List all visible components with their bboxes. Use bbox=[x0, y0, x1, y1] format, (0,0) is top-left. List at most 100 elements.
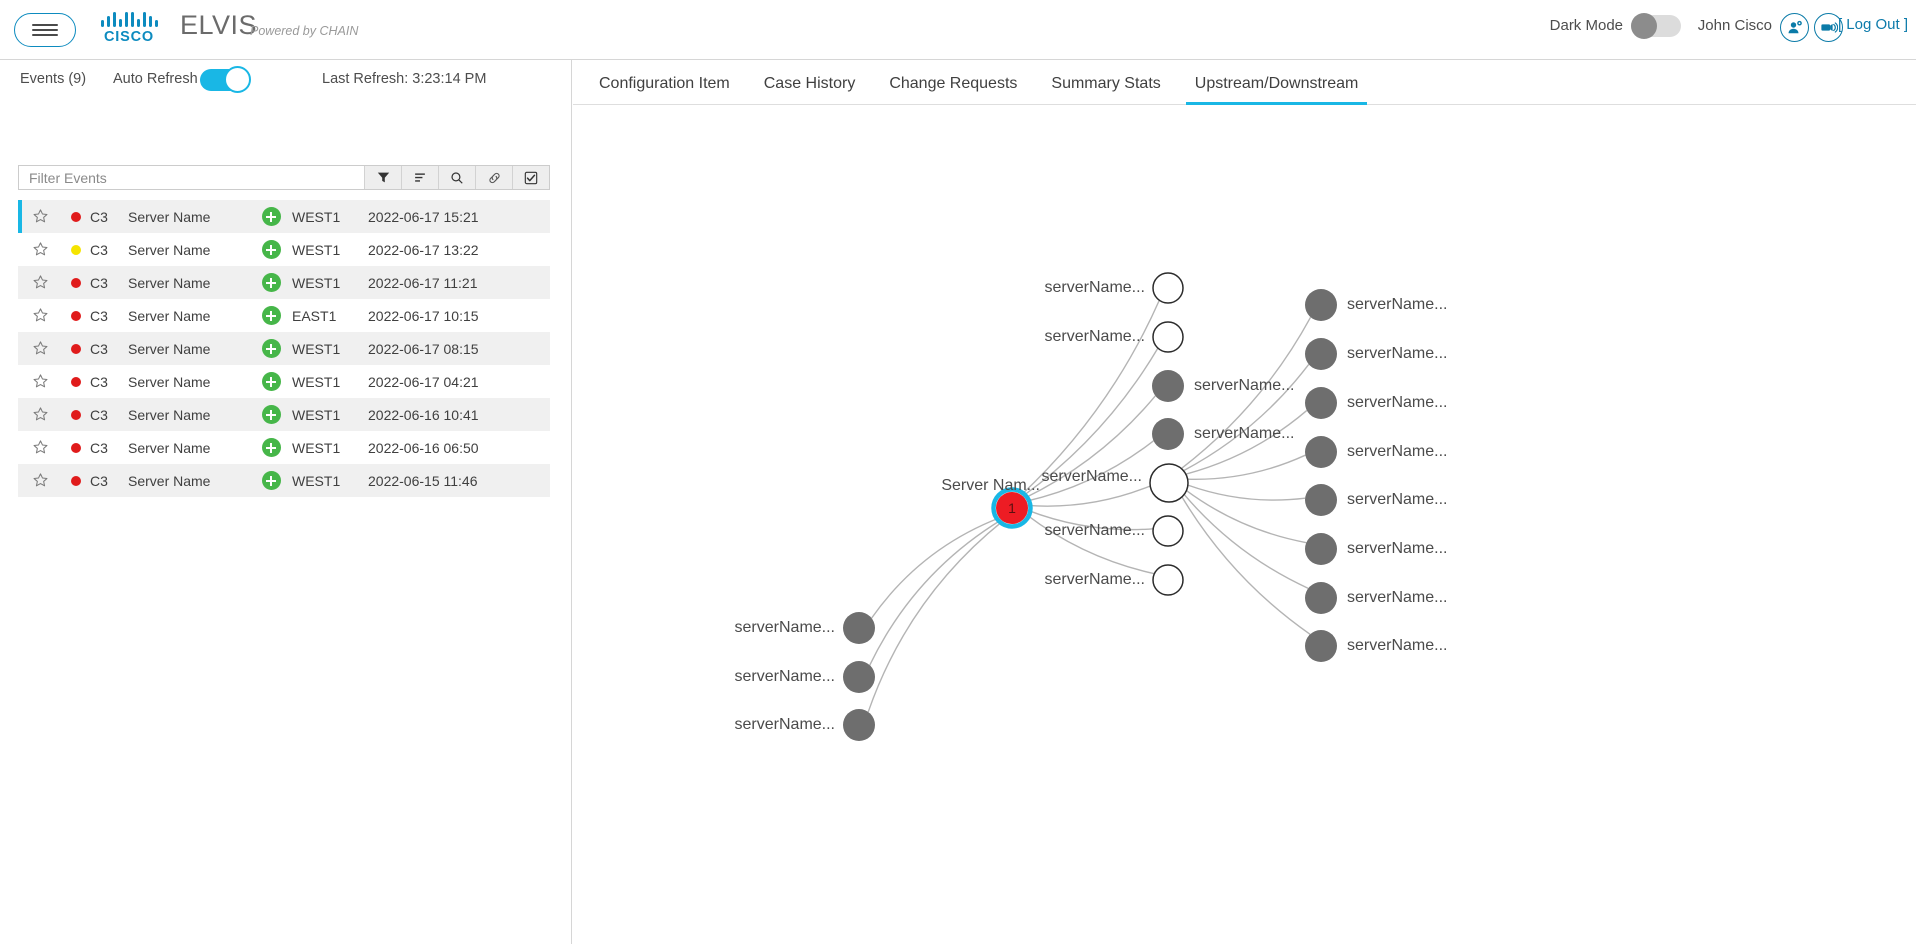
graph-node-label: serverName... bbox=[1194, 425, 1295, 442]
graph-node-solid[interactable] bbox=[1305, 484, 1337, 516]
detail-panel: Configuration Item Case History Change Req… bbox=[573, 60, 1916, 944]
filter-icon[interactable] bbox=[364, 166, 401, 189]
graph-edge bbox=[1027, 509, 1154, 531]
severity-indicator bbox=[62, 409, 90, 420]
graph-node-hollow[interactable] bbox=[1149, 463, 1189, 503]
graph-node-solid[interactable] bbox=[1305, 387, 1337, 419]
dark-mode-toggle[interactable] bbox=[1631, 13, 1681, 39]
hamburger-bar bbox=[32, 33, 58, 37]
add-icon[interactable] bbox=[250, 471, 292, 490]
graph-canvas: 1 bbox=[843, 272, 1337, 741]
event-name: Server Name bbox=[128, 373, 211, 390]
graph-node-hollow[interactable] bbox=[1152, 321, 1184, 353]
tab-change-requests[interactable]: Change Requests bbox=[889, 75, 1018, 92]
link-icon[interactable] bbox=[475, 166, 512, 189]
filter-events-input[interactable] bbox=[19, 166, 364, 189]
event-class: C3 bbox=[90, 307, 108, 324]
add-icon[interactable] bbox=[250, 273, 292, 292]
graph-node-hollow[interactable] bbox=[1152, 515, 1184, 547]
graph-node-solid[interactable] bbox=[1305, 338, 1337, 370]
tab-summary-stats[interactable]: Summary Stats bbox=[1051, 75, 1161, 92]
graph-node-hollow[interactable] bbox=[1152, 564, 1184, 596]
graph-node-solid[interactable] bbox=[1305, 630, 1337, 662]
graph-node-solid[interactable] bbox=[843, 709, 875, 741]
pin-icon[interactable] bbox=[18, 373, 62, 390]
graph-node-hollow[interactable] bbox=[1152, 272, 1184, 304]
user-settings-glyph bbox=[1788, 20, 1802, 33]
graph-node-solid[interactable] bbox=[1305, 582, 1337, 614]
pin-icon[interactable] bbox=[18, 340, 62, 357]
tab-configuration-item[interactable]: Configuration Item bbox=[599, 75, 730, 92]
pin-icon[interactable] bbox=[18, 274, 62, 291]
add-icon[interactable] bbox=[250, 438, 292, 457]
pin-icon[interactable] bbox=[18, 406, 62, 423]
graph-node-solid[interactable] bbox=[1152, 418, 1184, 450]
sort-icon[interactable] bbox=[401, 166, 438, 189]
graph-edge bbox=[1026, 514, 1155, 575]
graph-edge bbox=[871, 517, 1000, 619]
auto-refresh-toggle-knob bbox=[224, 66, 251, 93]
add-icon[interactable] bbox=[250, 240, 292, 259]
dark-mode-label: Dark Mode bbox=[1549, 17, 1623, 34]
event-name: Server Name bbox=[128, 208, 211, 225]
checkbox-icon[interactable] bbox=[512, 166, 549, 189]
graph-node-label: serverName... bbox=[1347, 540, 1448, 557]
graph-edge bbox=[1185, 409, 1308, 475]
graph-node-solid[interactable] bbox=[1152, 370, 1184, 402]
graph-node-root[interactable] bbox=[996, 492, 1028, 524]
search-icon[interactable] bbox=[438, 166, 475, 189]
tab-case-history[interactable]: Case History bbox=[763, 75, 856, 92]
auto-refresh-toggle[interactable] bbox=[200, 66, 251, 93]
event-name: Server Name bbox=[128, 274, 211, 291]
pin-icon[interactable] bbox=[18, 439, 62, 456]
pin-icon[interactable] bbox=[18, 241, 62, 258]
event-region: WEST1 bbox=[292, 472, 341, 489]
last-refresh-label: Last Refresh: 3:23:14 PM bbox=[322, 71, 487, 87]
logout-button[interactable]: [ Log Out ] bbox=[1837, 16, 1908, 33]
graph-node-solid[interactable] bbox=[843, 661, 875, 693]
tab-upstream-downstream[interactable]: Upstream/Downstream bbox=[1178, 75, 1376, 105]
severity-indicator bbox=[62, 310, 90, 321]
severity-indicator bbox=[62, 343, 90, 354]
announcement-icon[interactable] bbox=[1814, 13, 1843, 42]
page-title: ELVIS bbox=[180, 10, 258, 40]
add-icon[interactable] bbox=[250, 372, 292, 391]
app-header: CISCO ELVIS Powered by CHAIN Dark Mode J… bbox=[0, 0, 1916, 60]
add-icon[interactable] bbox=[250, 339, 292, 358]
graph-edge bbox=[1022, 347, 1159, 497]
filter-bar bbox=[18, 165, 550, 190]
graph-node-solid[interactable] bbox=[1305, 436, 1337, 468]
graph-node-solid[interactable] bbox=[1305, 533, 1337, 565]
hamburger-icon[interactable] bbox=[14, 13, 76, 47]
cisco-logo-icon[interactable]: CISCO bbox=[93, 12, 165, 48]
add-icon[interactable] bbox=[250, 207, 292, 226]
pin-icon[interactable] bbox=[18, 208, 62, 225]
root-node-badge: 1 bbox=[1008, 500, 1016, 516]
graph-node-solid[interactable] bbox=[843, 612, 875, 644]
tab-bar: Configuration Item Case History Change Req… bbox=[573, 60, 1916, 105]
graph-edge bbox=[1183, 363, 1310, 472]
graph-node-label: serverName... bbox=[1347, 443, 1448, 460]
pin-icon[interactable] bbox=[18, 307, 62, 324]
graph-edge bbox=[1187, 454, 1306, 480]
graph-edge bbox=[1027, 485, 1151, 507]
graph-node-label: serverName... bbox=[1044, 279, 1145, 296]
add-icon[interactable] bbox=[250, 405, 292, 424]
event-timestamp: 2022-06-17 08:15 bbox=[368, 340, 479, 357]
user-settings-icon[interactable] bbox=[1780, 13, 1809, 42]
event-name: Server Name bbox=[128, 340, 211, 357]
add-icon[interactable] bbox=[250, 306, 292, 325]
graph-node-label: serverName... bbox=[1044, 571, 1145, 588]
pin-icon[interactable] bbox=[18, 472, 62, 489]
graph-node-solid[interactable] bbox=[1305, 289, 1337, 321]
